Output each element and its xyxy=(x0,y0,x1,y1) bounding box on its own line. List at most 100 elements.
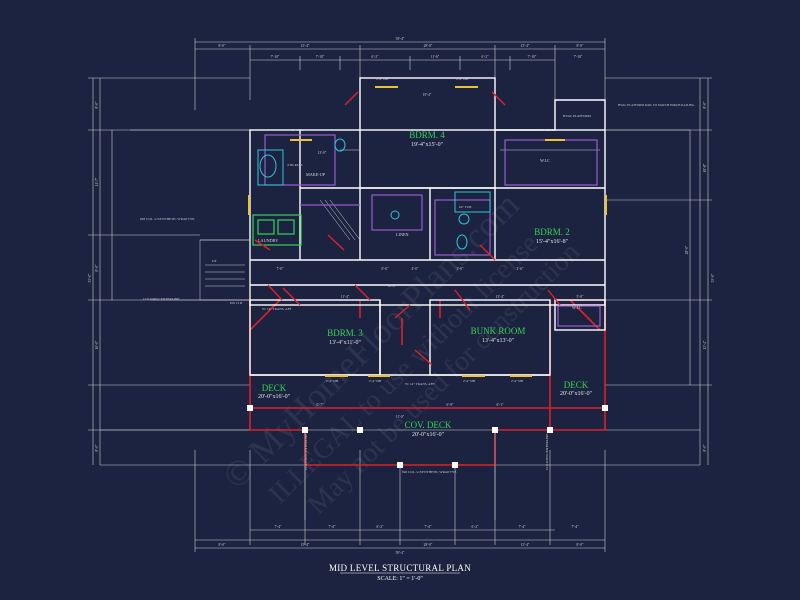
bath-fixtures xyxy=(257,138,491,250)
room-name-deck-right: DECK xyxy=(564,380,589,390)
dim-left-4: 16'-0" xyxy=(95,340,99,349)
label-hvac-note: HVAC PLATFORM RAIL TO MATCH PORCH RAILIN… xyxy=(618,103,695,107)
label-w-trans-left: W/ 14" TRANS. AFF xyxy=(262,307,292,311)
left-dimension-strings xyxy=(88,77,250,465)
label-window-dh-3: 2'-4" DH xyxy=(456,77,469,81)
room-dim-bdrm4: 19'-4"x15'-0" xyxy=(411,142,444,148)
label-column-centerline-v2: COLUMN CENTERLINE xyxy=(545,434,549,470)
dim-int-12: 6'-7" xyxy=(317,403,324,407)
label-co: 6'CO xyxy=(388,284,396,288)
dim-left-2: 14'-7" xyxy=(95,177,99,186)
room-name-bdrm4: BDRM. 4 xyxy=(409,130,445,140)
dim-bottom2-1: 7'-4" xyxy=(275,525,282,529)
dim-int-2: 13'-0" xyxy=(318,151,327,155)
dim-top-5: 8'-0" xyxy=(577,44,584,48)
dim-left-5: 8'-0" xyxy=(95,444,99,451)
dim-overall-bottom: 59'-4" xyxy=(396,551,405,555)
label-w-trans-bottom: W/ 14" TRANS. AFF xyxy=(405,382,435,386)
label-column-centerline: COLUMN CENTERLINE xyxy=(143,297,179,301)
room-name-deck-left: DECK xyxy=(262,383,287,393)
label-linen: LINEN xyxy=(396,232,409,237)
dim-int-9: 5'-0" xyxy=(577,295,584,299)
dim-top2-5: 6'-2" xyxy=(482,55,489,59)
top-dimension-strings xyxy=(194,38,606,110)
dim-top-3: 28'-0" xyxy=(424,44,433,48)
window-marks xyxy=(248,86,607,377)
dim-top2-4: 11'-6" xyxy=(431,55,440,59)
label-hvac-platform: HVAC PLATFORM xyxy=(563,114,591,118)
bottom-dimension-strings xyxy=(100,429,700,552)
dim-left-1: 8'-0" xyxy=(95,101,99,108)
dim-int-14: 6'-1" xyxy=(497,403,504,407)
dim-top-2: 15'-4" xyxy=(301,44,310,48)
room-dim-bdrm3: 13'-4"x11'-0" xyxy=(329,340,361,346)
room-dim-bdrm2: 15'-4"x16'-8" xyxy=(536,239,569,245)
label-window-dh-8: 2'-4" DH xyxy=(511,379,524,383)
right-dimension-strings xyxy=(605,77,712,465)
dim-top-1: 8'-0" xyxy=(219,44,226,48)
label-wic-bunk: W.I.C xyxy=(572,305,582,310)
dim-int-11: 13'-4" xyxy=(496,295,505,299)
door-swings xyxy=(254,91,561,366)
label-window-dh-4: 2'-4" DH xyxy=(541,128,554,132)
label-make-up: MAKE-UP xyxy=(306,172,326,177)
dim-bottom2-3: 6'-2" xyxy=(377,525,384,529)
label-tub: 60" TUB xyxy=(459,205,472,209)
room-dim-deck-left: 20'-0"x16'-0" xyxy=(258,394,291,400)
dim-top-4: 15'-4" xyxy=(521,44,530,48)
dim-int-5: 6'-0" xyxy=(382,267,389,271)
interior-details xyxy=(130,129,690,520)
dim-bottom-5: 8'-0" xyxy=(577,543,584,547)
dim-bottom-2: 15'-4" xyxy=(301,543,310,547)
dim-left-overall: 53'-0" xyxy=(88,273,92,282)
dim-right-5: 8'-0" xyxy=(703,444,707,451)
dim-left-3: 8'-0" xyxy=(95,264,99,271)
room-name-bunk: BUNK ROOM xyxy=(471,326,526,336)
dim-right-2: 18'-8" xyxy=(703,163,707,172)
label-window-dh-6: 2'-4" DH xyxy=(369,379,382,383)
dim-int-8: 2'-6" xyxy=(517,267,524,271)
dim-int-4: 7'-0" xyxy=(277,267,284,271)
label-column-centerline-v1: COLUMN CENTERLINE xyxy=(304,434,308,470)
label-laundry: LAUNDRY xyxy=(258,238,278,243)
room-name-bdrm3: BDRM. 3 xyxy=(327,328,363,338)
dim-bottom2-2: 7'-4" xyxy=(329,525,336,529)
dim-right-3: 28'-0" xyxy=(685,245,689,254)
label-window-dh-5: 2'-4" DH xyxy=(326,379,339,383)
room-dim-cov-deck: 20'-0"x16'-0" xyxy=(412,432,445,438)
dim-int-13: 6'-9" xyxy=(447,403,454,407)
dim-bottom2-7: 7'-4" xyxy=(572,525,579,529)
dim-bottom-4: 15'-4" xyxy=(521,543,530,547)
dim-int-1: 19'-4" xyxy=(423,93,432,97)
fixtures xyxy=(264,134,601,327)
room-dim-bunk: 13'-4"x13'-0" xyxy=(482,338,515,344)
label-window-dh-7: 2'-4" DH xyxy=(463,379,476,383)
label-wic-top: W.I.C xyxy=(540,158,550,163)
dim-right-1: 8'-0" xyxy=(703,101,707,108)
dim-overall-top: 59'-4" xyxy=(396,37,405,41)
label-col-note-left: 8x8 COL. w/SYNTHETIC WRAP TYP. xyxy=(140,217,195,221)
plan-title: MID LEVEL STRUCTURAL PLAN xyxy=(329,563,471,573)
label-bi-pass: 4' BI-PASS xyxy=(287,163,303,167)
room-name-cov-deck: COV. DECK xyxy=(405,420,452,430)
room-dim-deck-right: 20'-0"x16'-0" xyxy=(560,391,593,397)
columns xyxy=(247,405,608,468)
label-window-dh-1: 2'-4" DH xyxy=(292,128,305,132)
walls xyxy=(249,77,606,376)
dim-bottom2-4: 7'-4" xyxy=(425,525,432,529)
dim-int-7: 3'-0" xyxy=(457,267,464,271)
dim-bottom2-6: 7'-4" xyxy=(519,525,526,529)
label-col-note-bottom: 8x8 COL. w/SYNTHETIC WRAP TYP. xyxy=(402,470,457,474)
label-dn: DN 13 R xyxy=(230,301,243,305)
dim-top2-1: 7'-10" xyxy=(271,55,280,59)
dim-int-3: 11'-4" xyxy=(341,295,350,299)
label-up: UP xyxy=(212,259,216,263)
dim-top2-7: 7'-10" xyxy=(574,55,583,59)
dim-bottom-1: 8'-0" xyxy=(219,543,226,547)
dim-int-10: 11'-0" xyxy=(396,415,405,419)
dim-bottom-3: 28'-0" xyxy=(424,543,433,547)
room-name-bdrm2: BDRM. 2 xyxy=(534,227,570,237)
dim-top2-6: 7'-10" xyxy=(528,55,537,59)
